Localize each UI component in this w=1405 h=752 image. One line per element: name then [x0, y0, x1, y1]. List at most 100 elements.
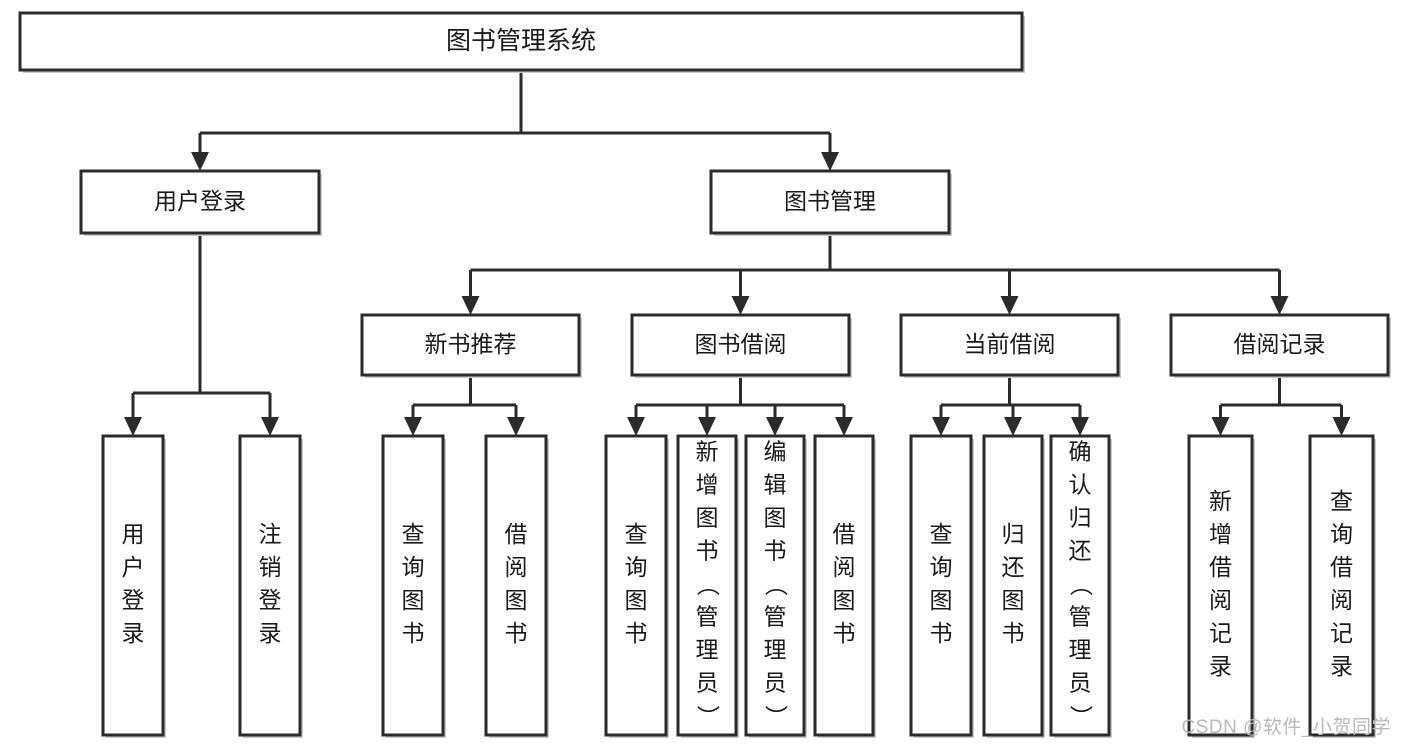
svg-text:询: 询	[1330, 521, 1353, 547]
svg-text:员: 员	[1069, 670, 1092, 696]
svg-text:辑: 辑	[764, 472, 787, 498]
svg-text:书: 书	[402, 620, 425, 646]
node-box	[484, 434, 548, 737]
node-box	[79, 169, 321, 235]
node-box	[1049, 434, 1111, 737]
svg-text:（: （	[1068, 573, 1094, 596]
node-layer: 图书管理系统用户登录图书管理新书推荐图书借阅当前借阅借阅记录用户登录注销登录查询…	[18, 11, 1391, 738]
svg-text:借: 借	[833, 521, 856, 547]
svg-text:管: 管	[696, 604, 719, 630]
svg-text:询: 询	[402, 554, 425, 580]
svg-text:查: 查	[402, 521, 425, 547]
svg-text:图: 图	[625, 587, 648, 613]
node-label: 借阅记录	[1234, 331, 1326, 357]
connector-arrow-leaf-query-book-3	[932, 417, 950, 436]
svg-text:借: 借	[1330, 554, 1353, 580]
node-box	[709, 169, 951, 235]
node-book-borrow[interactable]: 图书借阅	[630, 313, 852, 378]
node-label: 图书借阅	[695, 331, 787, 357]
svg-text:询: 询	[930, 554, 953, 580]
svg-text:登: 登	[259, 587, 282, 613]
connector-layer	[124, 70, 1351, 436]
svg-text:书: 书	[625, 620, 648, 646]
svg-text:书: 书	[1002, 620, 1025, 646]
svg-text:编: 编	[764, 439, 787, 465]
svg-text:注: 注	[259, 521, 282, 547]
svg-text:书: 书	[505, 620, 528, 646]
connector-arrow-leaf-user-login	[124, 417, 142, 436]
svg-text:认: 认	[1069, 472, 1092, 498]
svg-text:增: 增	[1209, 521, 1232, 547]
node-box	[360, 313, 581, 377]
svg-text:）: ）	[695, 705, 721, 728]
node-box	[1187, 434, 1254, 737]
node-borrow-record[interactable]: 借阅记录	[1169, 313, 1391, 378]
svg-text:书: 书	[930, 620, 953, 646]
svg-text:录: 录	[259, 620, 282, 646]
svg-text:员: 员	[696, 670, 719, 696]
node-label: 用户登录	[122, 521, 145, 646]
svg-text:图: 图	[764, 505, 787, 531]
node-new-book-recommend[interactable]: 新书推荐	[360, 313, 582, 378]
svg-text:图: 图	[833, 587, 856, 613]
svg-text:查: 查	[930, 521, 953, 547]
svg-text:新: 新	[1209, 488, 1232, 514]
connector-arrow-leaf-borrow-book-2	[835, 417, 853, 436]
svg-text:确: 确	[1069, 439, 1092, 465]
connector-arrow-leaf-add-book	[698, 417, 716, 436]
svg-text:询: 询	[625, 554, 648, 580]
svg-text:录: 录	[122, 620, 145, 646]
connector-arrow-current-borrow	[1000, 296, 1019, 315]
node-root[interactable]: 图书管理系统	[18, 11, 1025, 73]
svg-text:阅: 阅	[1330, 587, 1353, 613]
node-box	[630, 313, 851, 377]
node-label: 用户登录	[154, 188, 246, 214]
svg-text:）: ）	[1068, 705, 1094, 728]
svg-text:理: 理	[1069, 637, 1092, 663]
svg-text:图: 图	[402, 587, 425, 613]
node-user-login[interactable]: 用户登录	[79, 169, 322, 236]
node-leaf-user-login[interactable]: 用户登录	[101, 434, 166, 738]
node-book-manage[interactable]: 图书管理	[709, 169, 952, 236]
node-label: 当前借阅	[964, 331, 1056, 357]
connector-arrow-leaf-edit-book	[766, 417, 784, 436]
connector-arrow-leaf-confirm-return	[1071, 417, 1089, 436]
svg-text:管: 管	[764, 604, 787, 630]
svg-text:录: 录	[1330, 653, 1353, 679]
node-label: 图书管理系统	[446, 27, 596, 55]
svg-text:记: 记	[1330, 620, 1353, 646]
connector-arrow-leaf-query-record	[1332, 417, 1351, 436]
node-box	[18, 11, 1024, 72]
svg-text:户: 户	[122, 554, 145, 580]
connector-arrow-leaf-return-book	[1004, 417, 1022, 436]
svg-text:理: 理	[764, 637, 787, 663]
connector-arrow-leaf-user-logout	[261, 417, 279, 436]
node-current-borrow[interactable]: 当前借阅	[899, 313, 1121, 378]
connector-arrow-book-manage	[821, 152, 839, 171]
connector-arrow-book-borrow	[731, 296, 750, 315]
connector-arrow-leaf-add-record	[1211, 417, 1230, 436]
node-box	[744, 434, 806, 737]
node-box	[1169, 313, 1390, 377]
node-box	[1308, 434, 1375, 737]
